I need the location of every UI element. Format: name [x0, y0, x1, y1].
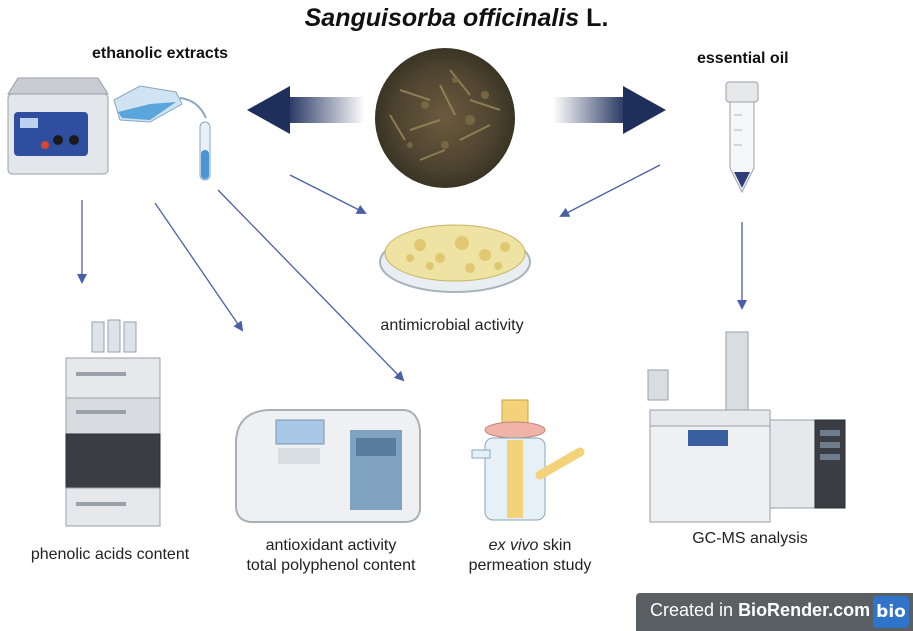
label-gcms: GC-MS analysis: [692, 530, 808, 547]
title-author: L.: [586, 4, 609, 32]
header-ethanolic-extracts: ethanolic extracts: [92, 45, 229, 62]
ultrasonic-bath-icon: [7, 77, 109, 175]
franz-cell-icon: [471, 399, 585, 521]
petri-dish-icon: [379, 224, 531, 293]
label-antimicrobial-activity: antimicrobial activity: [380, 317, 524, 334]
biorender-logo-text: bio: [876, 602, 906, 622]
hplc-instrument-icon: [65, 319, 161, 527]
biorender-prefix: Created in: [650, 600, 739, 620]
title-species: Sanguisorba officinalis: [304, 4, 580, 32]
arrow-to-antimicrobial-from-extract: [289, 174, 367, 214]
label-ex-vivo-italic: ex vivo: [488, 537, 539, 554]
label-ex-vivo-line1: ex vivo skin: [455, 536, 605, 556]
herb-sample-image: [375, 48, 515, 188]
arrow-to-antimicrobial-from-oil: [559, 164, 661, 217]
spectrophotometer-icon: [235, 409, 421, 523]
label-antioxidant: antioxidant activity total polyphenol co…: [226, 536, 436, 576]
label-antioxidant-line1: antioxidant activity: [265, 537, 397, 554]
biorender-logo: bio: [873, 596, 909, 628]
arrow-to-spectrophotometer: [154, 202, 244, 332]
label-phenolic-acids: phenolic acids content: [30, 546, 190, 563]
gcms-instrument-icon: [647, 331, 846, 523]
arrow-to-extracts: [247, 86, 365, 134]
biorender-brand: BioRender.com: [738, 600, 871, 620]
label-antioxidant-line2: total polyphenol content: [246, 557, 416, 574]
label-ex-vivo-rest: skin: [538, 537, 572, 554]
label-ex-vivo-line2: permeation study: [468, 557, 592, 574]
falcon-tube-icon: [725, 81, 759, 194]
label-ex-vivo: ex vivo skin permeation study: [455, 536, 605, 576]
flask-and-test-tube-icon: [113, 85, 211, 181]
arrow-to-essential-oil: [553, 86, 666, 134]
header-essential-oil: essential oil: [697, 50, 789, 67]
arrow-to-franz-cell: [217, 189, 405, 382]
biorender-text: Created in BioRender.com: [650, 600, 870, 621]
biorender-badge: [636, 593, 913, 631]
diagram-title: Sanguisorba officinalis L.: [0, 4, 913, 33]
